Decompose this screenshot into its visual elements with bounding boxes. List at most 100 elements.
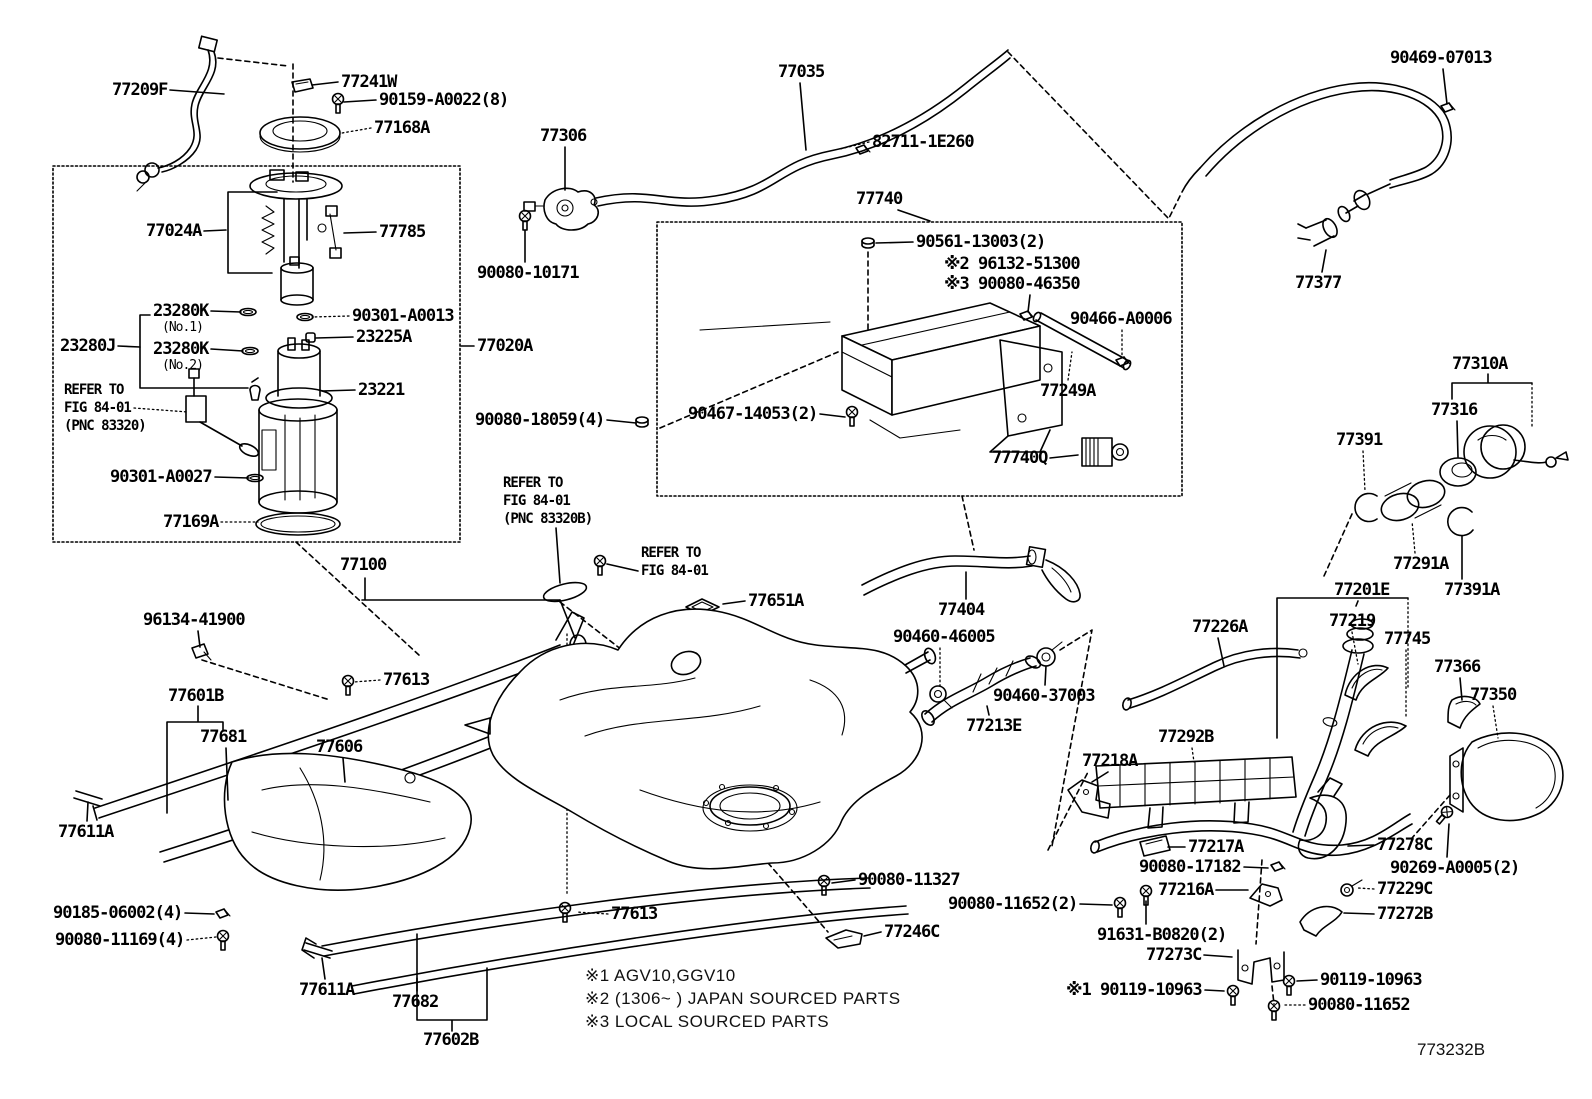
- part-label: 77218A: [1082, 751, 1138, 771]
- connector-77377: [1297, 217, 1338, 247]
- part-label: 90467-14053(2): [688, 404, 818, 424]
- leader-line: [353, 679, 381, 683]
- leader-line: [1347, 844, 1375, 847]
- part-label: FIG 84-01: [503, 493, 571, 509]
- leader-line: [1357, 887, 1375, 890]
- lid-hinge-77366: [1447, 695, 1481, 729]
- tube-77217A: [1090, 813, 1413, 857]
- part-label: 91631-B0820(2): [1097, 925, 1227, 945]
- part-label: 82711-1E260: [872, 132, 975, 152]
- part-label: 90080-11652: [1308, 995, 1411, 1015]
- leader-line: [1321, 249, 1327, 273]
- part-label: 77246C: [884, 922, 940, 942]
- part-label: 90460-46005: [893, 627, 996, 647]
- legend-note-3: ※3 LOCAL SOURCED PARTS: [585, 1012, 830, 1031]
- bracket-77216A: [1249, 883, 1283, 907]
- harness-clamp: [291, 78, 314, 93]
- charcoal-canister: [699, 302, 1063, 453]
- part-label: FIG 84-01: [64, 400, 132, 416]
- part-label: 77613: [611, 904, 658, 924]
- bracket-lines: [139, 191, 1533, 1032]
- part-label: 90119-10963: [1320, 970, 1423, 990]
- leader-line: [321, 957, 326, 980]
- legend-note-2: ※2 (1306~ ) JAPAN SOURCED PARTS: [585, 989, 901, 1008]
- leader-line: [341, 127, 372, 134]
- part-label: 77404: [938, 600, 985, 620]
- part-label: 23225A: [356, 327, 412, 347]
- part-label: 77350: [1470, 685, 1517, 705]
- tank-band-front-1: [92, 611, 585, 821]
- part-label: 77213E: [966, 716, 1022, 736]
- heat-shield-lower-77602B: [351, 905, 909, 995]
- part-label: ※2 96132-51300: [944, 254, 1081, 274]
- part-label: 77219: [1329, 611, 1376, 631]
- suction-tube-77404: [861, 545, 1081, 603]
- leader-line: [225, 747, 229, 801]
- part-label: 90269-A0005(2): [1390, 858, 1520, 878]
- leader-line: [117, 345, 141, 348]
- leader-line: [863, 931, 882, 937]
- part-label: 77169A: [163, 512, 219, 532]
- tank-protector-shield-77606: [223, 752, 472, 891]
- leader-line: [1355, 600, 1359, 607]
- leader-line: [1027, 294, 1031, 313]
- leader-line: [1049, 454, 1079, 459]
- part-label: 77740: [856, 189, 903, 209]
- grommet-23225A: [305, 332, 316, 343]
- part-label: 77316: [1431, 400, 1478, 420]
- part-label: 77020A: [477, 336, 533, 356]
- bracket-77272B: [1299, 905, 1343, 937]
- part-label: 90080-18059(4): [475, 410, 605, 430]
- leader-line: [184, 912, 215, 915]
- strainer-fitting: [249, 377, 261, 401]
- part-label: 77613: [383, 670, 430, 690]
- vsv-valve-77740Q: [1081, 437, 1129, 467]
- part-label: 77681: [200, 727, 247, 747]
- vapor-tube-rear: [1181, 82, 1452, 223]
- leader-line: [1362, 450, 1366, 492]
- part-label: 90080-17182: [1139, 857, 1242, 877]
- leader-line: [1411, 520, 1416, 554]
- leader-line: [1442, 68, 1448, 105]
- leader-line: [203, 229, 227, 232]
- part-label: 90301-A0027: [110, 467, 213, 487]
- leader-line: [342, 757, 346, 783]
- part-label: 23280J: [60, 336, 116, 356]
- wire-harness: [136, 35, 219, 192]
- part-label: 77241W: [341, 72, 397, 92]
- leader-line: [897, 209, 931, 222]
- fuel-filler-cap: [1463, 424, 1569, 479]
- part-label: (PNC 83320B): [503, 511, 593, 527]
- purge-hose-77249A: [1032, 311, 1132, 371]
- leader-line: [1203, 954, 1233, 958]
- leader-line: [986, 705, 990, 716]
- leader-line: [575, 911, 609, 915]
- leader-line: [1217, 637, 1225, 667]
- part-label: 77229C: [1377, 879, 1433, 899]
- band-rod-77611A-2: [303, 942, 333, 959]
- leader-line: [555, 527, 561, 584]
- leader-line: [343, 99, 377, 103]
- leader-line: [1296, 979, 1318, 982]
- part-label: 77602B: [423, 1030, 479, 1050]
- part-label: 77601B: [168, 686, 224, 706]
- part-label: ※1 90119-10963: [1066, 980, 1203, 1000]
- part-label: 77306: [540, 126, 587, 146]
- fuel-lid-77350: [1449, 732, 1564, 822]
- part-label: 96134-41900: [143, 610, 246, 630]
- leader-line: [799, 82, 807, 151]
- part-label: 77310A: [1452, 354, 1508, 374]
- leader-line: [1243, 866, 1269, 869]
- part-label: 77226A: [1192, 617, 1248, 637]
- clamp-77246C: [825, 929, 863, 949]
- leader-line: [343, 231, 377, 234]
- part-label: 77606: [316, 737, 363, 757]
- fuel-tank: [464, 608, 937, 870]
- leader-line: [839, 141, 870, 150]
- fuel-pump-hole: [702, 783, 798, 832]
- part-label: 23280K: [153, 301, 209, 321]
- tank-plate: [259, 116, 341, 153]
- leader-line: [186, 936, 217, 941]
- part-label: (PNC 83320): [64, 418, 147, 434]
